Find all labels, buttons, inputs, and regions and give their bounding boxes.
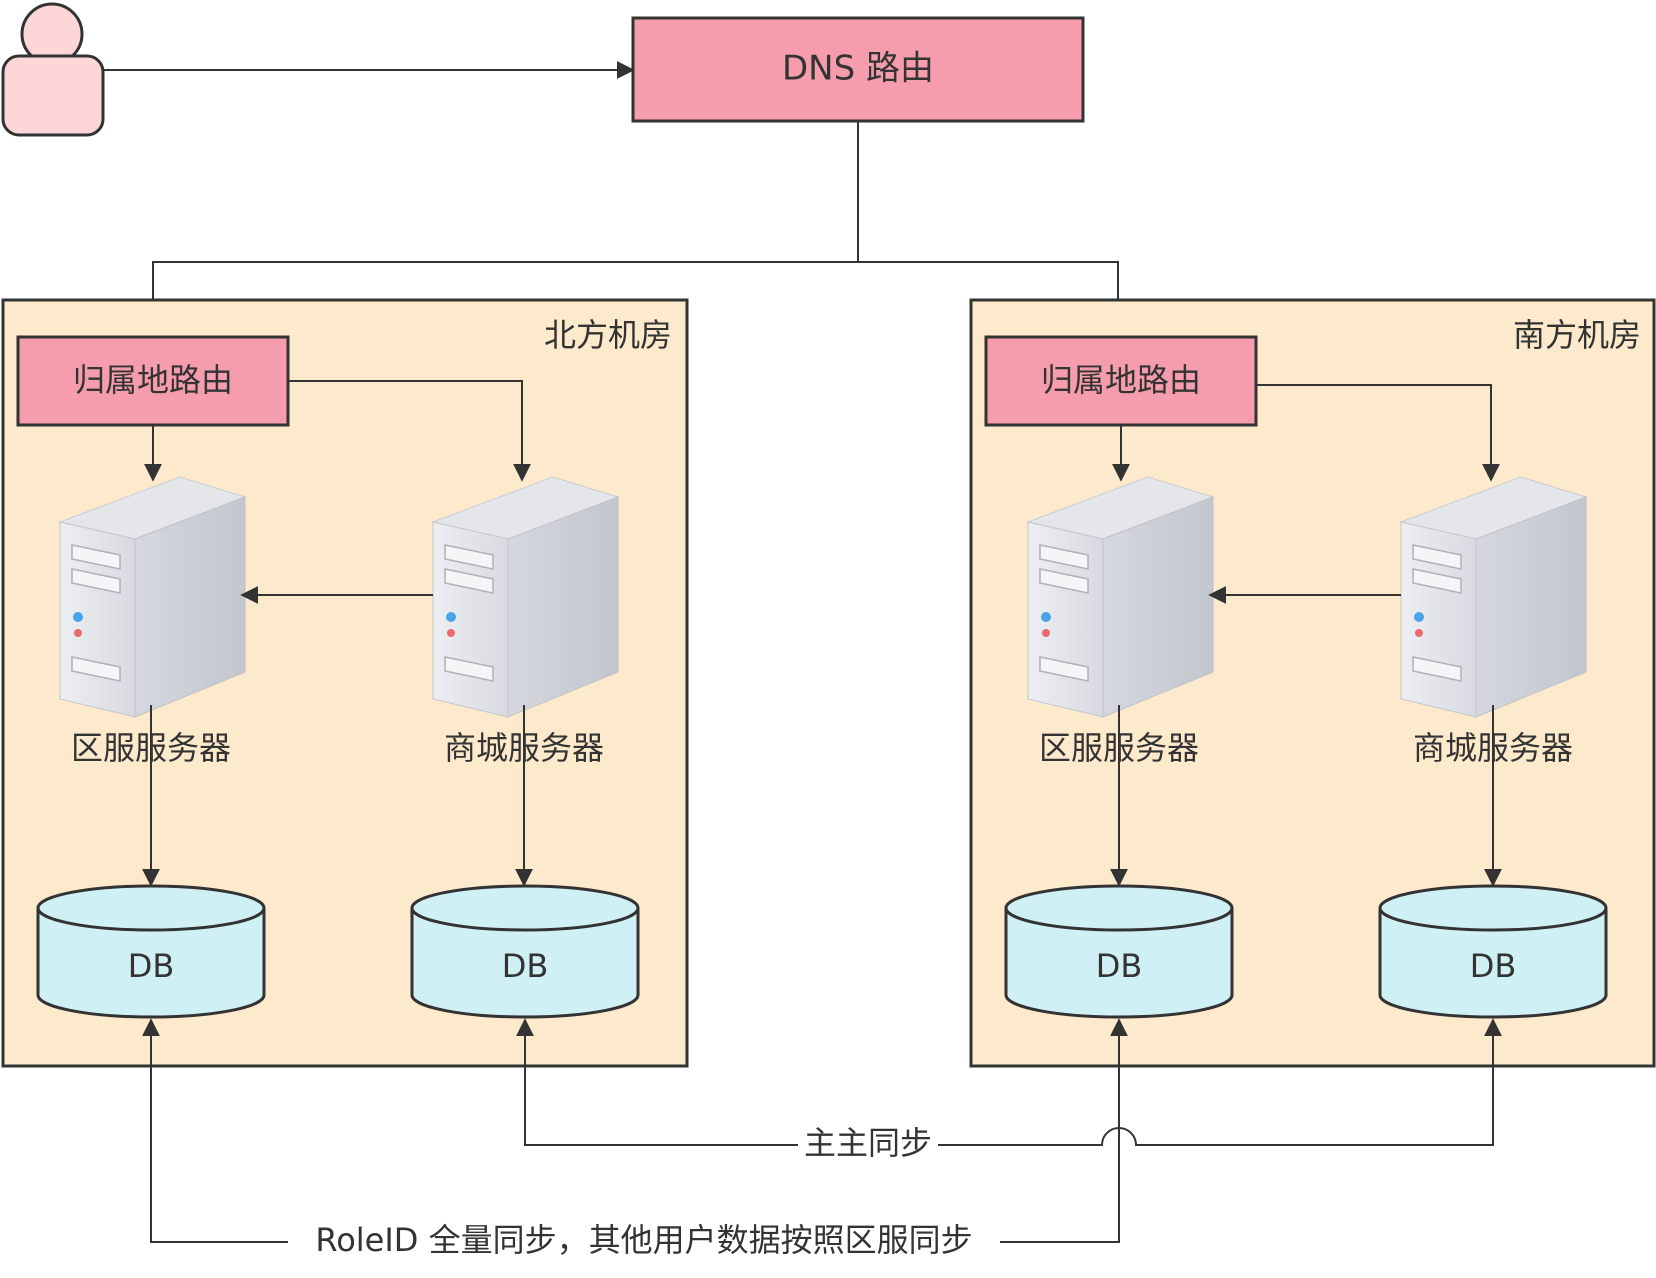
room-title: 北方机房 <box>544 316 672 354</box>
db-label: DB <box>1096 947 1143 985</box>
zone-server-icon <box>59 476 246 718</box>
sync-label-bg <box>288 1222 1000 1262</box>
master-master-sync-label: 主主同步 <box>804 1124 932 1162</box>
db-cylinder: DB <box>410 884 640 1019</box>
db-label: DB <box>128 947 175 985</box>
db-label: DB <box>1470 947 1517 985</box>
roleid-sync-label: RoleID 全量同步，其他用户数据按照区服同步 <box>315 1221 972 1259</box>
dns-router: DNS 路由 <box>631 16 1085 123</box>
home-router-label: 归属地路由 <box>1041 361 1201 399</box>
zone-server-label: 区服服务器 <box>1039 729 1199 767</box>
north-room: 北方机房 归属地路由 区服服务器 商城服务器 DB DB <box>1 298 689 1068</box>
db-cylinder: DB <box>1378 884 1608 1019</box>
user-icon <box>1 2 105 137</box>
mall-server-icon <box>432 476 619 718</box>
home-router-label: 归属地路由 <box>73 361 233 399</box>
db-cylinder: DB <box>36 884 266 1019</box>
home-router <box>16 335 290 427</box>
router-to-mall-arrow <box>288 380 531 482</box>
mall-server-icon <box>1400 476 1587 718</box>
mall-server-label: 商城服务器 <box>1413 729 1573 767</box>
mall-server-label: 商城服务器 <box>444 729 604 767</box>
router-to-mall-arrow <box>1256 384 1500 482</box>
db-cylinder: DB <box>1004 884 1234 1019</box>
room-title: 南方机房 <box>1513 316 1641 354</box>
sync-label-bg <box>798 1125 938 1165</box>
zone-server-label: 区服服务器 <box>71 729 231 767</box>
zone-server-icon <box>1027 476 1214 718</box>
dns-label: DNS 路由 <box>782 49 934 89</box>
south-room: 南方机房 归属地路由 区服服务器 商城服务器 DB DB <box>969 298 1656 1068</box>
db-label: DB <box>502 947 549 985</box>
